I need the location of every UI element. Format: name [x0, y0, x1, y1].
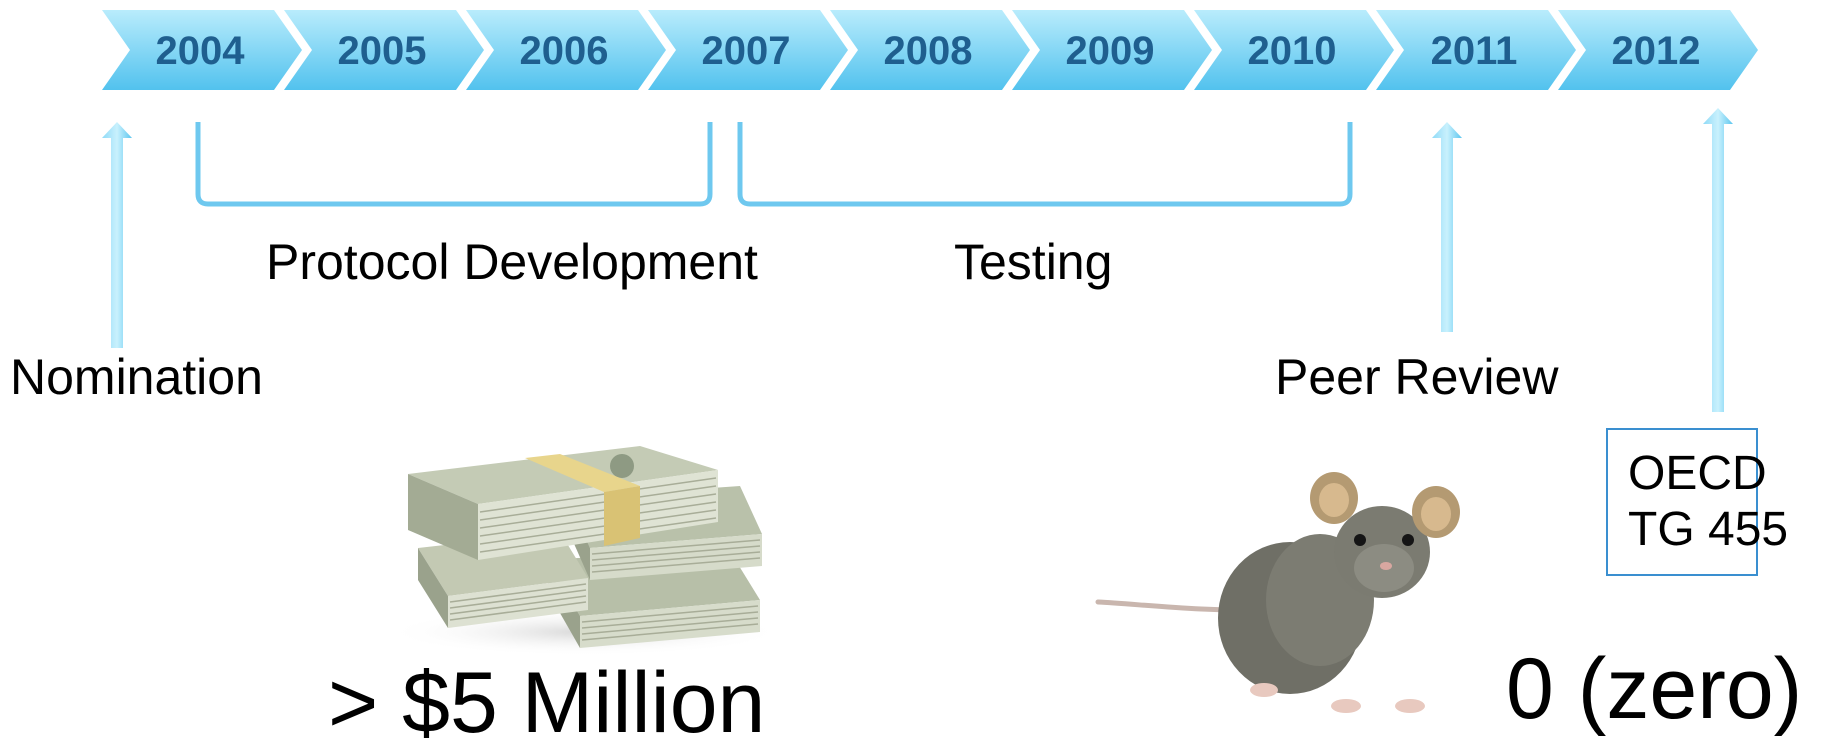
chevron-shape: [1194, 10, 1394, 90]
year-chevron-2004: 2004: [102, 10, 302, 90]
year-label: 2011: [1431, 29, 1518, 73]
chevron-shape: [466, 10, 666, 90]
tg455-label: TG 455: [1628, 503, 1789, 556]
money-stack-image: [385, 446, 785, 656]
chevron-shape: [648, 10, 848, 90]
year-chevron-2007: 2007: [648, 10, 848, 90]
year-chevron-2012: 2012: [1558, 10, 1758, 90]
year-label: 2008: [884, 29, 973, 73]
nomination-label: Nomination: [10, 349, 263, 405]
chevron-shape: [1012, 10, 1212, 90]
year-label: 2009: [1066, 29, 1155, 73]
year-label: 2005: [338, 29, 427, 73]
protocol-development-bracket: [195, 122, 713, 207]
year-label: 2006: [520, 29, 609, 73]
year-chevrons: 2004 2005 2006 2007 2008 2009 2010 2011 2012: [102, 10, 1758, 90]
year-chevron-2011: 2011: [1376, 10, 1576, 90]
nomination-arrow: [102, 122, 132, 348]
year-chevron-2009: 2009: [1012, 10, 1212, 90]
mouse-image: [1095, 472, 1460, 713]
year-label: 2012: [1612, 29, 1701, 73]
chevron-shape: [830, 10, 1030, 90]
year-chevron-2005: 2005: [284, 10, 484, 90]
oecd-label: OECD: [1628, 447, 1767, 500]
chevron-shape: [1376, 10, 1576, 90]
oecd-arrow: [1703, 108, 1733, 412]
peer-review-arrow: [1432, 122, 1462, 332]
testing-label: Testing: [954, 234, 1113, 290]
year-label: 2010: [1248, 29, 1337, 73]
protocol-development-label: Protocol Development: [266, 234, 758, 290]
chevron-shape: [284, 10, 484, 90]
year-chevron-2008: 2008: [830, 10, 1030, 90]
year-chevron-2006: 2006: [466, 10, 666, 90]
year-chevron-2010: 2010: [1194, 10, 1394, 90]
testing-bracket: [737, 122, 1353, 207]
chevron-shape: [1558, 10, 1758, 90]
cost-amount: > $5 Million: [328, 655, 766, 751]
year-label: 2007: [702, 29, 791, 73]
chevron-shape: [102, 10, 302, 90]
peer-review-label: Peer Review: [1275, 349, 1559, 405]
animals-used: 0 (zero): [1506, 641, 1803, 737]
year-label: 2004: [156, 29, 246, 73]
oecd-tg455-box: OECD TG 455: [1606, 428, 1789, 576]
